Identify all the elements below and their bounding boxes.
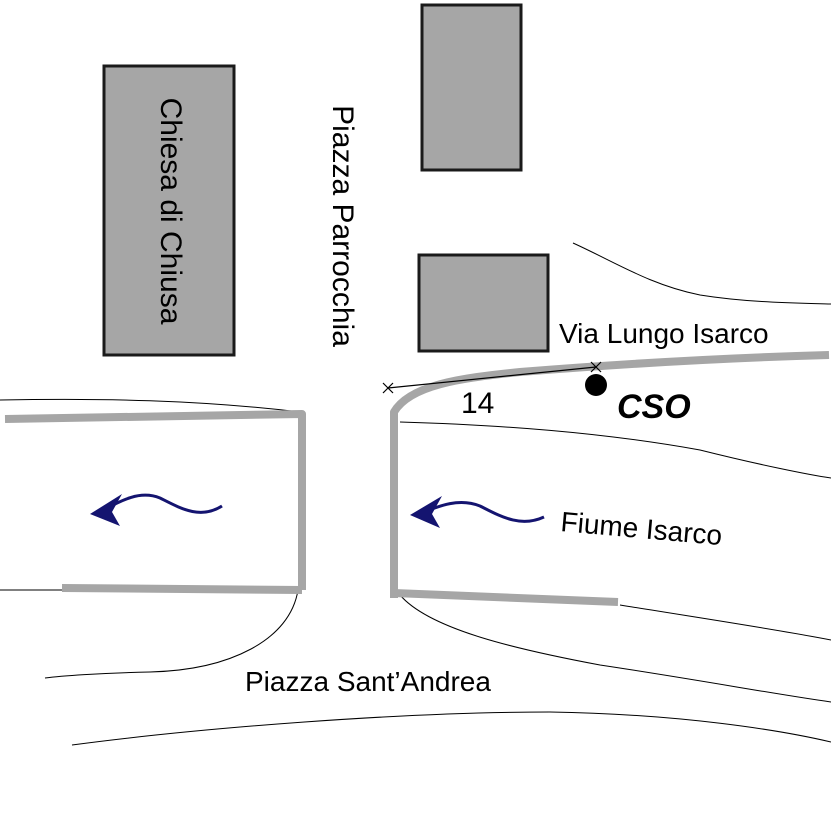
distance-measure (382, 361, 602, 394)
flow-arrow-right-head (410, 496, 442, 528)
cso-point (585, 374, 607, 396)
river-bank-line-right (399, 421, 831, 479)
bank-south-right (393, 589, 619, 606)
terrain-lines (0, 242, 831, 746)
river-south-line-right (619, 604, 831, 641)
cso-label: CSO (617, 388, 691, 426)
river-bank-line-left (0, 398, 301, 413)
bank-north-left (4, 410, 306, 590)
river-flow-arrows (99, 493, 545, 523)
building-north (420, 3, 523, 172)
flow-arrow-left-head (90, 494, 122, 526)
street-label: Via Lungo Isarco (559, 318, 769, 349)
bank-right-wall (390, 351, 830, 598)
bridge-south-line-left (44, 589, 299, 679)
church-label: Chiesa di Chiusa (154, 98, 187, 325)
measure-line (387, 366, 597, 389)
parish-square-label: Piazza Parrocchia (326, 105, 359, 347)
sant-andrea-label: Piazza Sant’Andrea (245, 666, 491, 697)
square-lower-line (71, 711, 831, 746)
building-south (417, 253, 550, 353)
flow-arrow-right-shaft (419, 501, 545, 523)
measure-tick-left-b (382, 382, 394, 394)
river-label: Fiume Isarco (559, 506, 723, 551)
flow-arrow-left-shaft (99, 493, 223, 514)
distance-label: 14 (461, 387, 494, 420)
road-edges (4, 351, 830, 606)
bridge-south-line-right (399, 594, 831, 703)
bank-south-left (61, 584, 303, 594)
street-edge-north (572, 242, 831, 305)
measure-tick-right-b (590, 361, 602, 373)
church-building (102, 64, 236, 357)
